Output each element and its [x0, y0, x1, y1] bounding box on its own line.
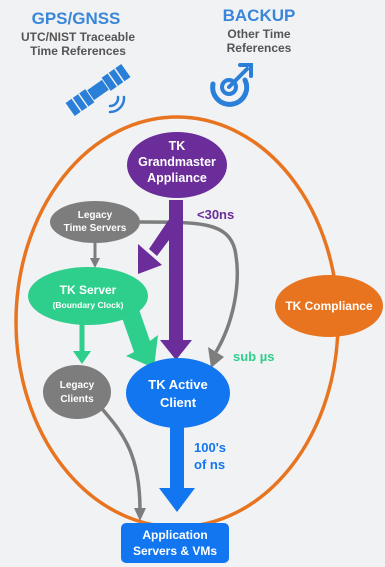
grandmaster-label-line1: TK: [169, 139, 186, 153]
arrowhead-legacy-clients-to-app: [134, 508, 146, 521]
latency-sub-us-label: sub µs: [233, 349, 274, 364]
backup-subtitle-line1: Other Time: [227, 27, 290, 41]
tk-server-label-line2: (Boundary Clock): [53, 300, 124, 310]
legacy-time-servers-node[interactable]: Legacy Time Servers: [50, 201, 140, 243]
tk-compliance-node[interactable]: TK Compliance: [275, 275, 383, 337]
grandmaster-appliance-node[interactable]: TK Grandmaster Appliance: [127, 132, 227, 198]
grandmaster-label-line2: Grandmaster: [138, 155, 216, 169]
latency-lt30ns-label: <30ns: [197, 207, 234, 222]
signal-waves-icon: [108, 95, 126, 114]
arrowhead-green-to-legacy: [73, 351, 91, 364]
app-servers-label-line2: Servers & VMs: [133, 544, 217, 558]
arrow-grandmaster-to-tk-server: [149, 215, 181, 256]
arrow-legacy-servers-to-active-client: [139, 220, 239, 353]
grandmaster-label-line3: Appliance: [147, 171, 207, 185]
gps-subtitle-line1: UTC/NIST Traceable: [21, 30, 135, 44]
gps-title: GPS/GNSS: [32, 9, 121, 28]
arrow-grandmaster-to-active-client: [169, 200, 183, 342]
application-servers-node[interactable]: Application Servers & VMs: [121, 523, 229, 563]
arrowhead-purple-to-tk-server: [138, 244, 162, 274]
backup-title: BACKUP: [223, 6, 296, 25]
tk-compliance-label: TK Compliance: [285, 299, 373, 313]
active-client-label-line2: Client: [160, 395, 197, 410]
legacy-servers-label-line2: Time Servers: [64, 223, 127, 234]
tk-server-node[interactable]: TK Server (Boundary Clock): [28, 267, 148, 325]
legacy-clients-node[interactable]: Legacy Clients: [43, 365, 111, 419]
satellite-icon: [65, 63, 131, 117]
legacy-clients-label-line1: Legacy: [60, 380, 95, 391]
app-servers-label-line1: Application: [142, 528, 207, 542]
gps-subtitle-line2: Time References: [30, 44, 126, 58]
legacy-clients-label-line2: Clients: [60, 394, 94, 405]
arrow-legacy-clients-to-app-servers: [96, 402, 142, 511]
tk-active-client-node[interactable]: TK Active Client: [126, 358, 230, 428]
latency-hundreds-ns-line2: of ns: [194, 457, 225, 472]
active-client-label-line1: TK Active: [148, 377, 207, 392]
arrow-active-client-to-app-servers: [170, 420, 184, 492]
arrowhead-blue-to-app: [159, 488, 195, 512]
arrowhead-purple-to-active: [160, 340, 192, 360]
latency-hundreds-ns-line1: 100's: [194, 440, 226, 455]
backup-clock-icon: [210, 63, 253, 107]
legacy-servers-label-line1: Legacy: [78, 210, 113, 221]
arrowhead-legacy-to-active: [208, 347, 224, 368]
tk-server-label-line1: TK Server: [60, 283, 117, 297]
backup-subtitle-line2: References: [227, 41, 292, 55]
